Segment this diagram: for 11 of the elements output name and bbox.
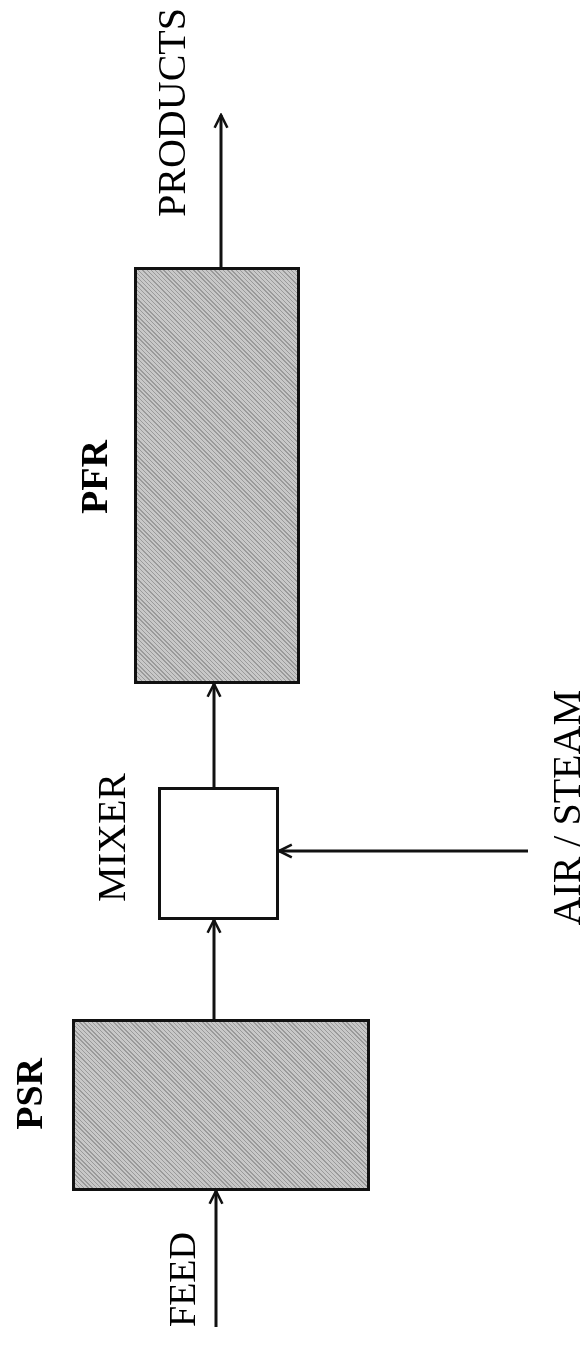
unit-label: PFR <box>75 440 113 514</box>
flow-arrow <box>213 113 229 267</box>
flow-arrow <box>277 843 528 859</box>
flow-arrow <box>208 1189 224 1327</box>
stream-label: AIR / STEAM <box>547 690 584 926</box>
unit-label: MIXER <box>92 773 132 902</box>
unit-label: PSR <box>10 1058 48 1130</box>
flow-arrow <box>206 682 222 787</box>
stream-label: FEED <box>163 1232 201 1327</box>
flow-arrow <box>206 918 222 1019</box>
stream-label: PRODUCTS <box>152 8 192 217</box>
